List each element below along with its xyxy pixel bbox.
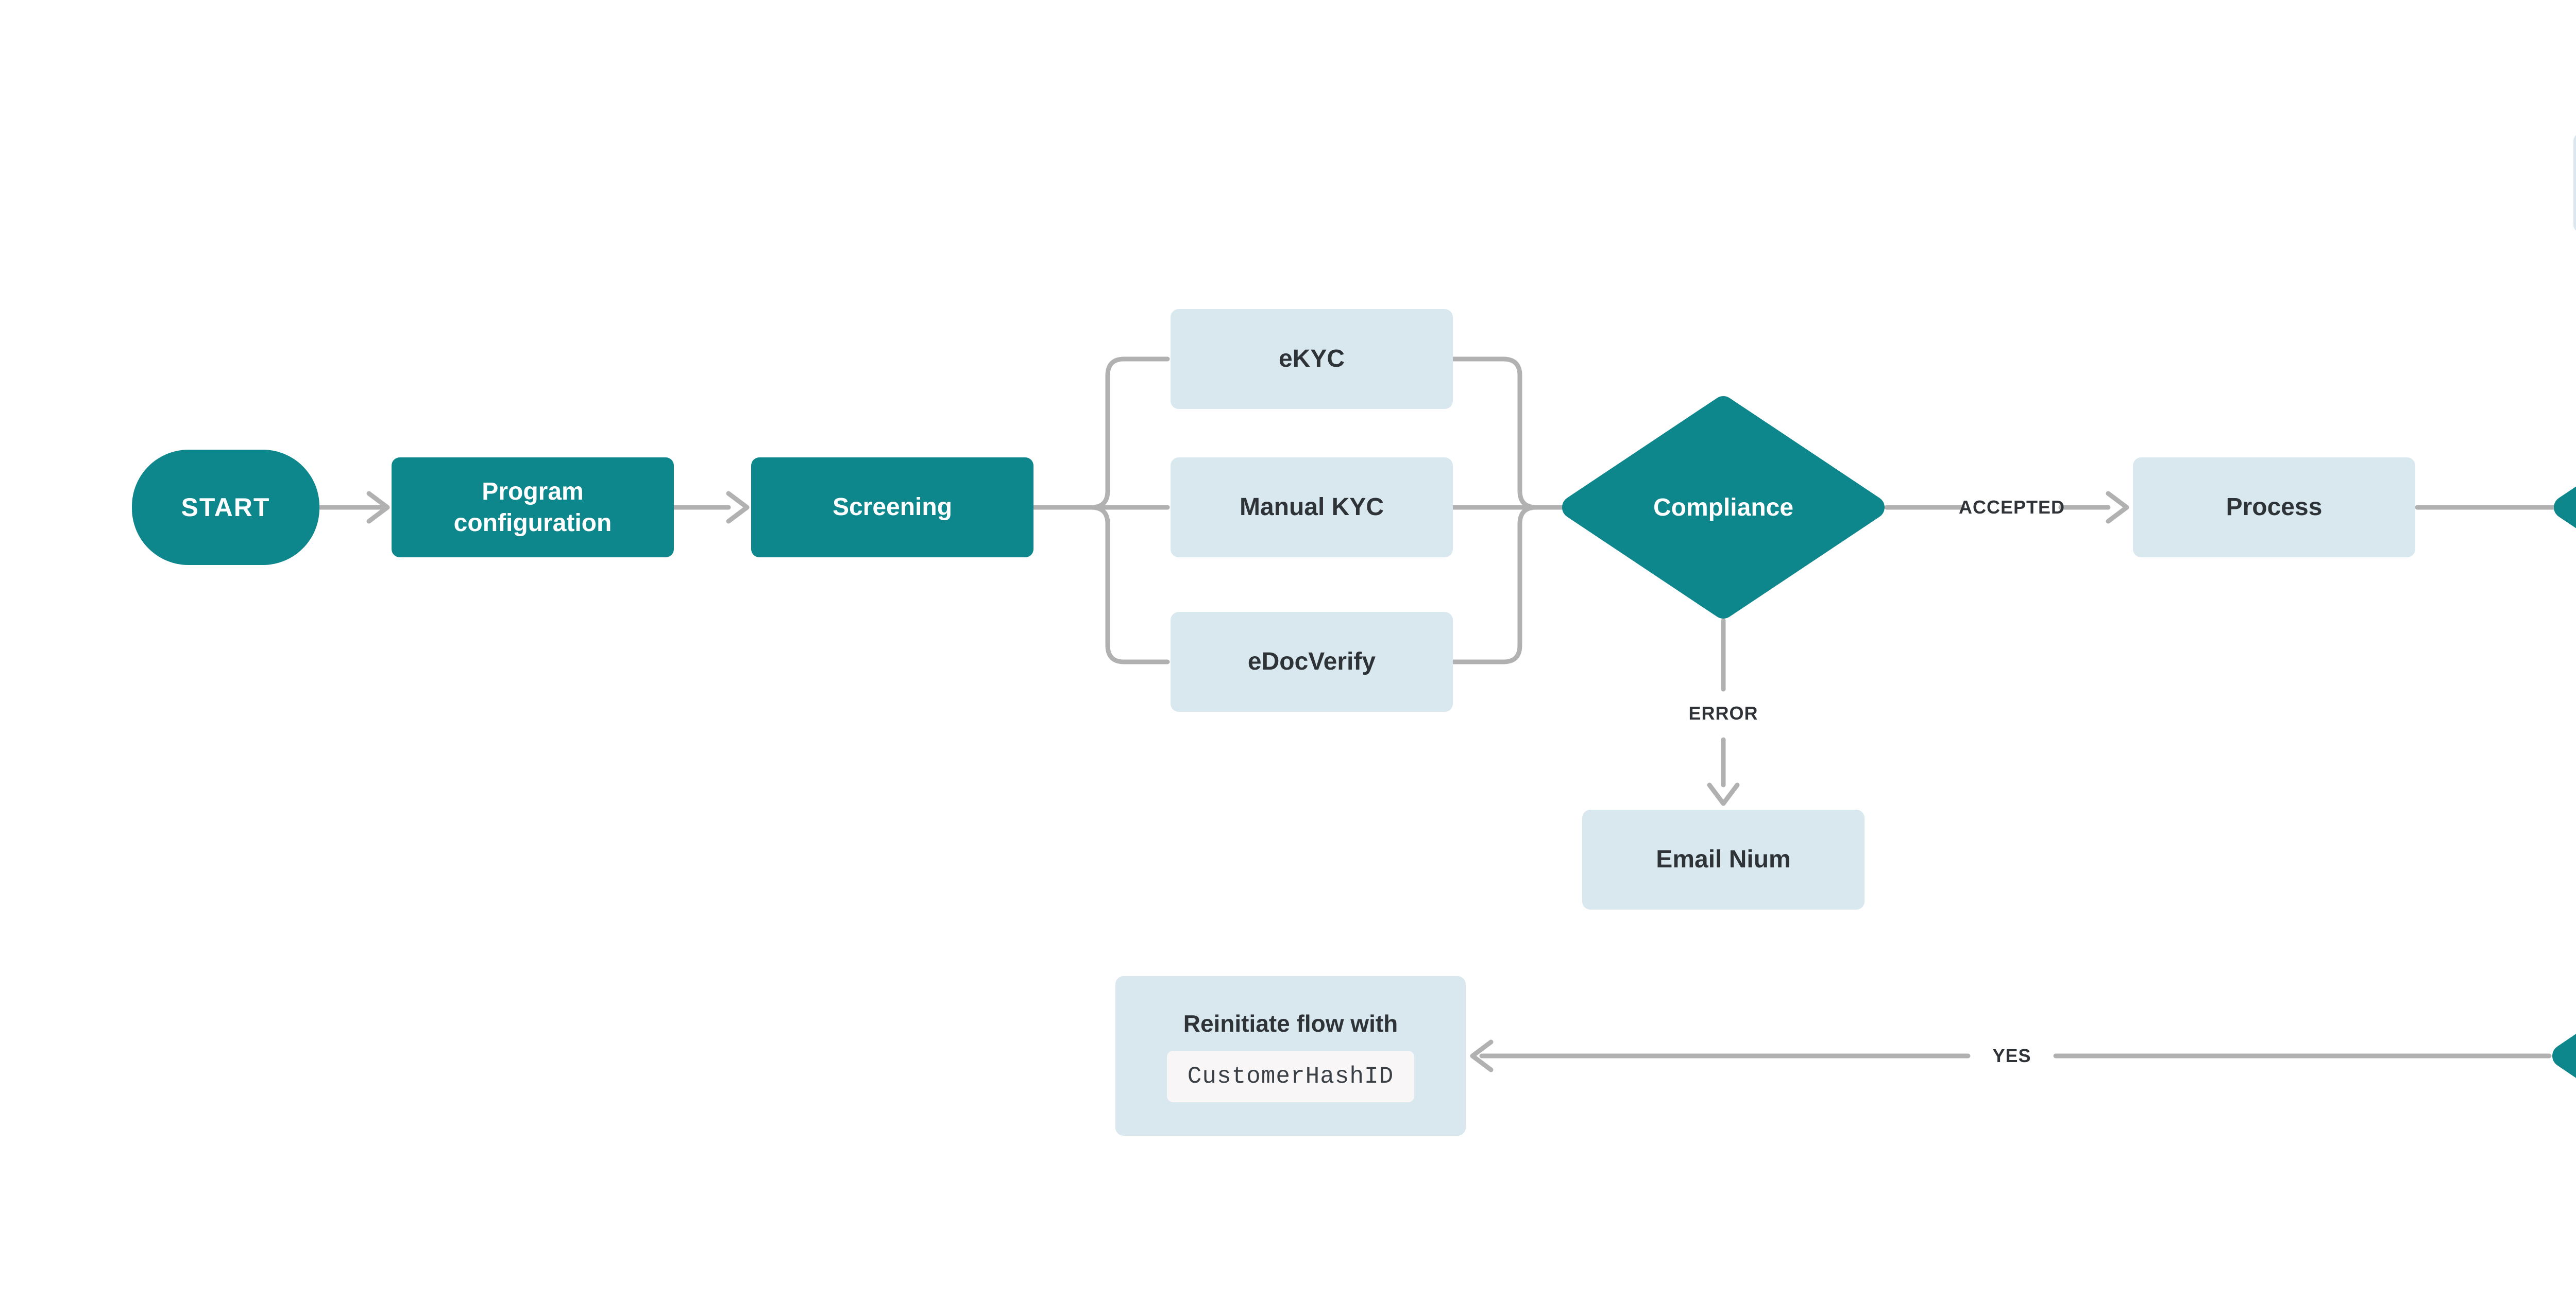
- program-configuration-node: Program configuration: [392, 457, 674, 557]
- program-configuration-line1: Program: [482, 477, 584, 505]
- screening-node: Screening: [751, 457, 1033, 557]
- reinitiate-flow-node: Reinitiate flow with CustomerHashID: [1115, 976, 1466, 1136]
- edge-label-accepted: ACCEPTED: [1958, 497, 2065, 518]
- start-node: START: [132, 450, 319, 565]
- start-label: START: [181, 493, 270, 522]
- compliance-final-label: Compliance: [2553, 395, 2576, 620]
- edocverify-node: eDocVerify: [1171, 612, 1453, 712]
- manual-kyc-node: Manual KYC: [1171, 457, 1453, 557]
- ekyc-node: eKYC: [1171, 309, 1453, 409]
- email-nium-label: Email Nium: [1656, 846, 1791, 874]
- compliance-kyc-label: Compliance: [1653, 493, 1794, 521]
- email-nium-node: Email Nium: [1582, 810, 1865, 910]
- arrowhead-down-icon: [1707, 782, 1740, 806]
- compliance-final-decision-node: Compliance: [2553, 395, 2576, 620]
- edge-label-error: ERROR: [1688, 703, 1758, 724]
- edge-label-yes: YES: [1992, 1045, 2031, 1066]
- arrowhead-right-icon: [726, 491, 750, 524]
- reiterate-decision-node: Reiterate: [2550, 940, 2576, 1172]
- diamond-shape-icon: [2554, 486, 2576, 528]
- ekyc-label: eKYC: [1278, 345, 1345, 373]
- edge-edocverify-compliance: [1450, 505, 1566, 664]
- screening-label: Screening: [832, 493, 953, 521]
- diamond-shape-icon: [2552, 1034, 2576, 1078]
- process-label: Process: [2226, 493, 2323, 521]
- edge-screening-ekyc: [1089, 356, 1170, 510]
- arrowhead-right-icon: [2106, 491, 2129, 524]
- arrowhead-right-icon: [366, 491, 390, 524]
- program-configuration-line2: configuration: [453, 509, 612, 537]
- edge-ekyc-compliance: [1450, 356, 1566, 510]
- arrowhead-left-icon: [1470, 1039, 1494, 1072]
- customer-hash-id-code: CustomerHashID: [1166, 1051, 1415, 1102]
- compliance-kyc-decision-node: Compliance: [1561, 395, 1886, 620]
- reiterate-label: Reiterate: [2550, 940, 2576, 1172]
- edocverify-label: eDocVerify: [1247, 648, 1376, 676]
- rfi-node: RFI: [2573, 133, 2576, 233]
- reinitiate-flow-label: Reinitiate flow with: [1183, 1010, 1398, 1037]
- process-node: Process: [2133, 457, 2415, 557]
- edge-screening-edocverify: [1089, 505, 1170, 664]
- diamond-shape-icon: [1562, 396, 1885, 619]
- manual-kyc-label: Manual KYC: [1239, 493, 1384, 521]
